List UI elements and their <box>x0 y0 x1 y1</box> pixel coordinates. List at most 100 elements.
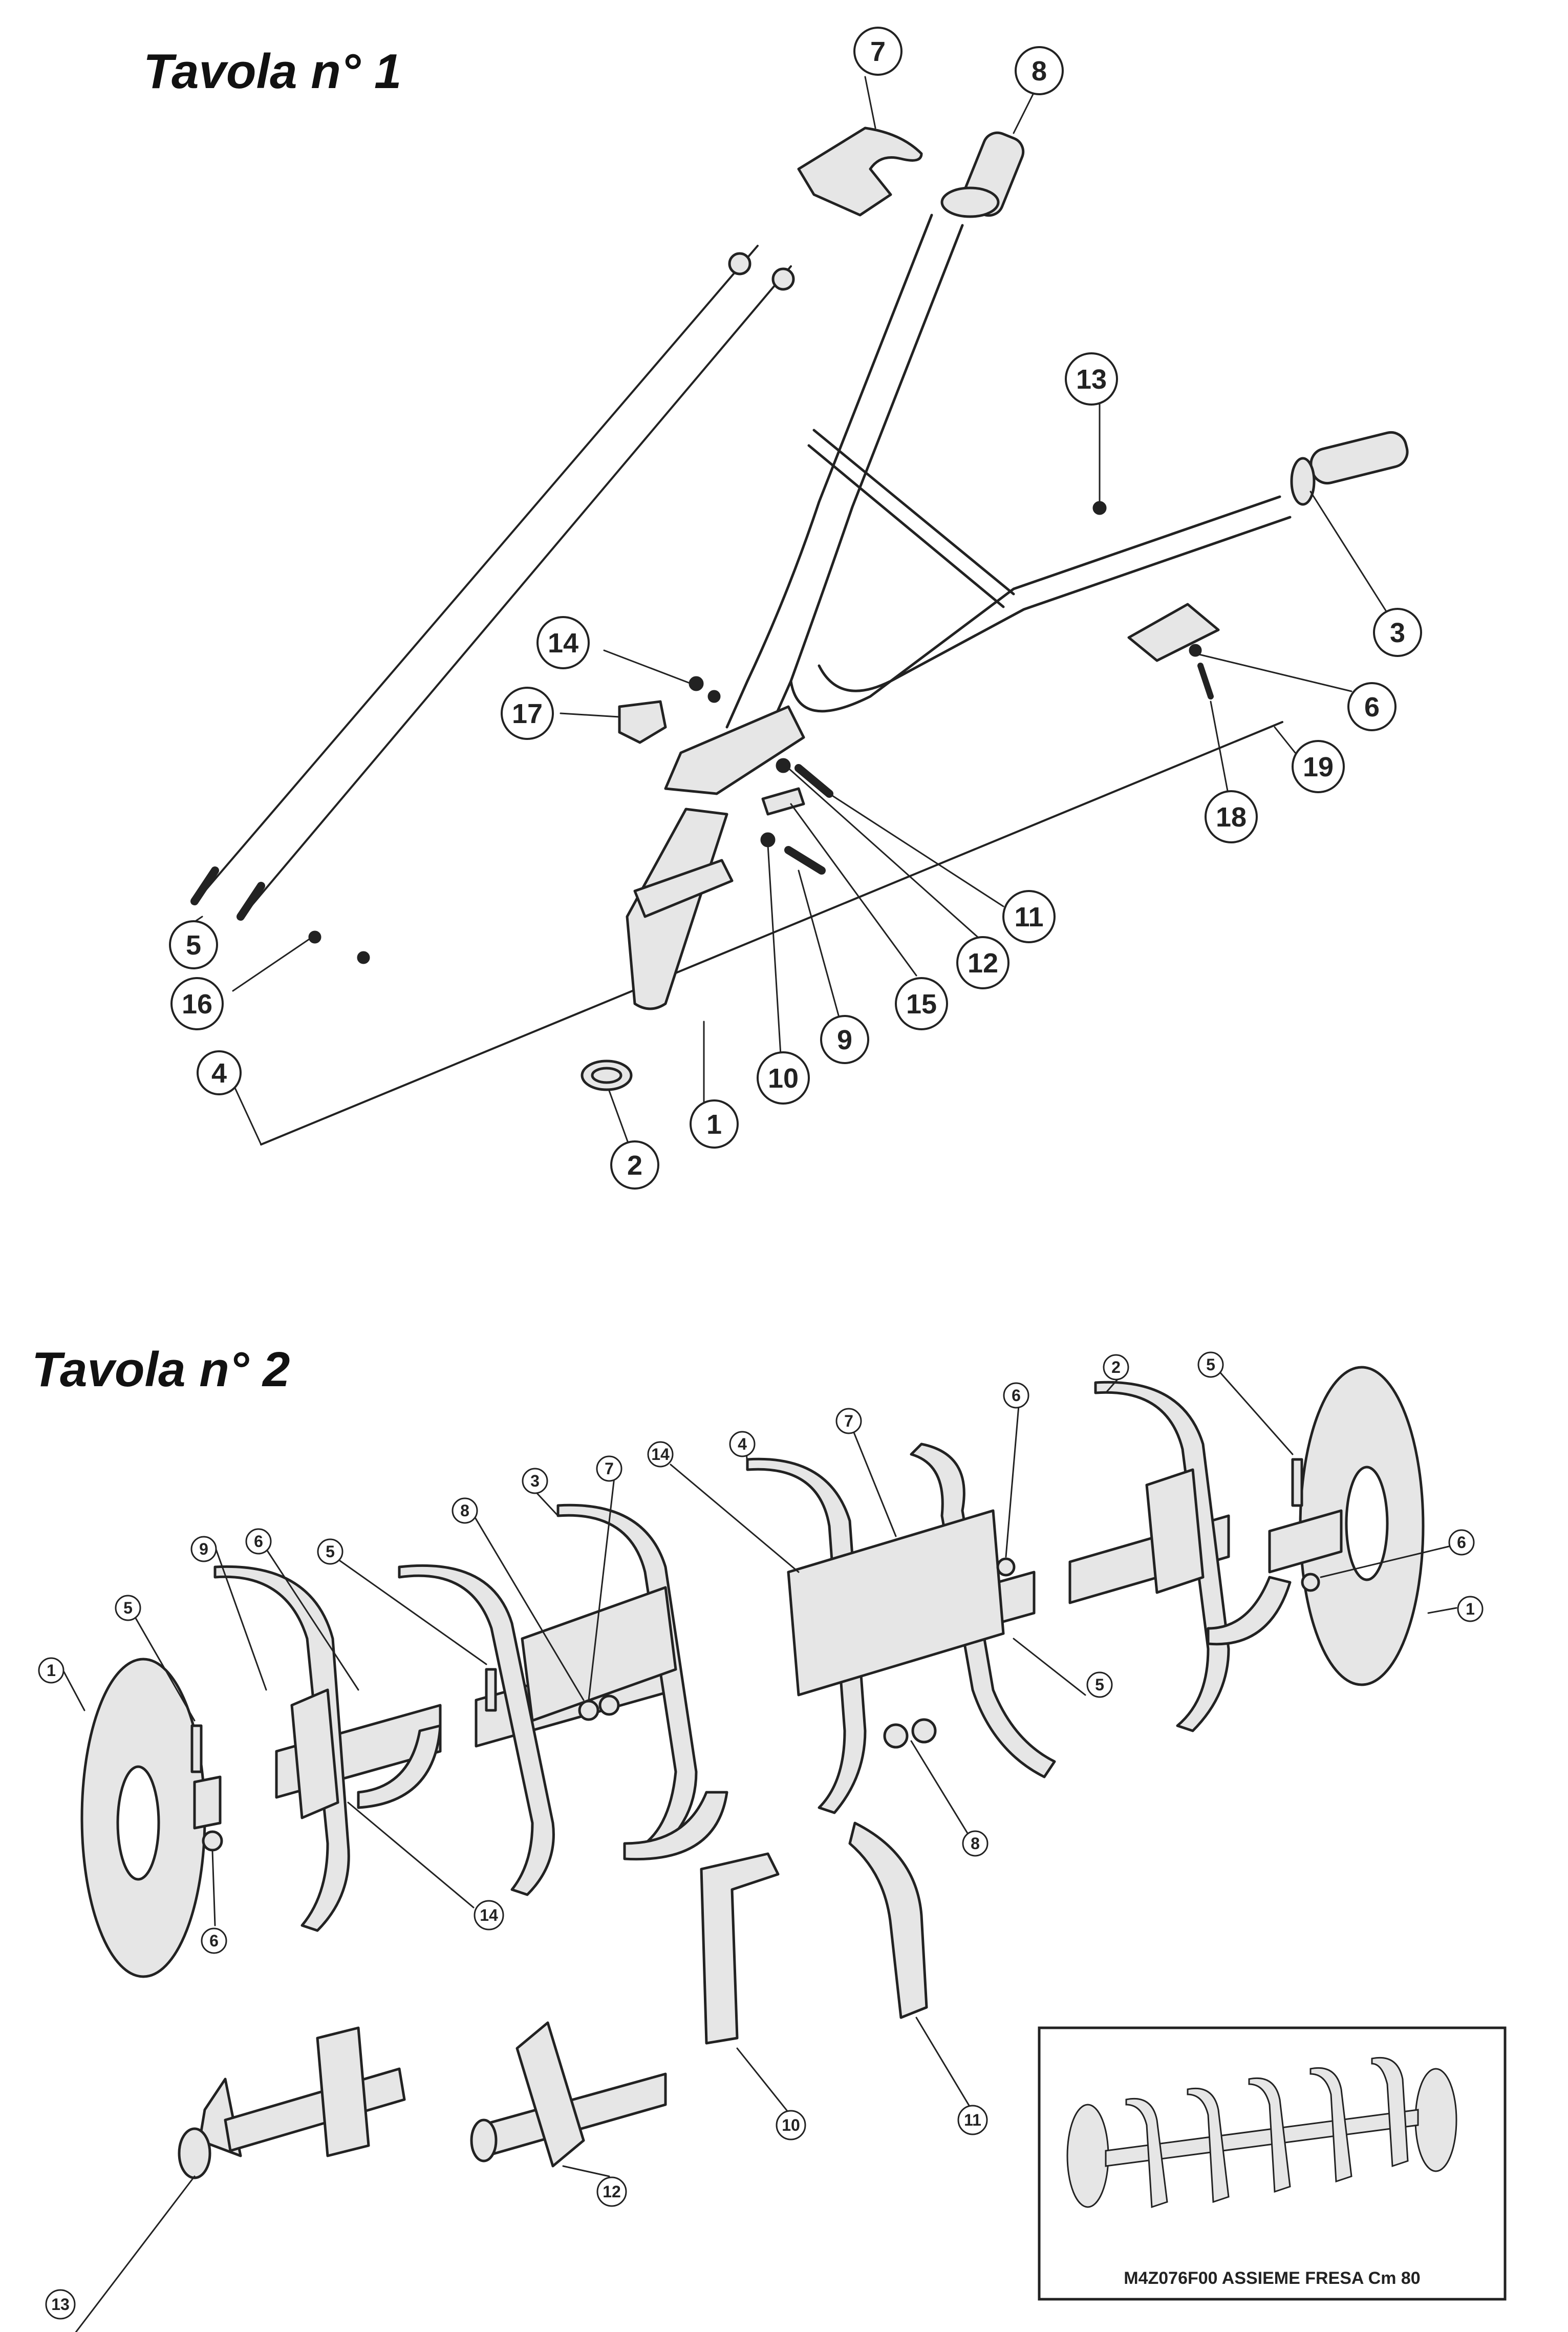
clamp-lower <box>633 859 734 918</box>
svg-text:11: 11 <box>1014 902 1043 932</box>
callout-1-19: 19 <box>1292 740 1345 793</box>
svg-text:7: 7 <box>844 1412 853 1430</box>
nut-12 <box>776 758 791 773</box>
cable-end-lower-b <box>237 882 265 921</box>
callout-2-4: 4 <box>729 1431 756 1457</box>
callout-2-6-b: 6 <box>245 1528 272 1555</box>
nut-8-d <box>598 1694 620 1716</box>
callout-2-7-b: 7 <box>835 1408 862 1434</box>
svg-text:6: 6 <box>209 1932 219 1950</box>
svg-text:4: 4 <box>211 1058 227 1089</box>
nut-6-center <box>996 1557 1016 1577</box>
svg-text:5: 5 <box>123 1599 133 1617</box>
cable-end-upper-a <box>728 252 751 275</box>
svg-text:5: 5 <box>186 930 201 961</box>
callout-1-17: 17 <box>501 687 554 740</box>
svg-text:10: 10 <box>768 1063 799 1094</box>
nut-16b <box>357 951 370 964</box>
callout-1-13: 13 <box>1065 352 1118 406</box>
svg-text:4: 4 <box>738 1435 747 1453</box>
svg-text:17: 17 <box>512 698 543 729</box>
bracket-6 <box>1127 603 1220 662</box>
svg-text:10: 10 <box>782 2116 800 2134</box>
callout-2-2: 2 <box>1103 1354 1129 1381</box>
svg-text:8: 8 <box>1032 56 1047 87</box>
cable-end-lower-a <box>190 866 219 905</box>
callout-1-9: 9 <box>820 1015 869 1064</box>
callout-2-8-b: 8 <box>452 1497 478 1524</box>
callout-2-7-a: 7 <box>596 1455 622 1482</box>
handlebar-cross-brace <box>807 429 1015 608</box>
svg-text:16: 16 <box>182 989 212 1020</box>
callout-2-6-d: 6 <box>1448 1529 1475 1556</box>
svg-text:6: 6 <box>1364 692 1380 723</box>
svg-text:14: 14 <box>548 628 578 659</box>
callout-1-16: 16 <box>170 977 224 1030</box>
nut-16a <box>308 930 321 944</box>
side-disc-right-hub <box>1345 1466 1389 1581</box>
throttle-lever-7 <box>797 126 923 217</box>
callout-2-14-b: 14 <box>647 1441 674 1468</box>
svg-text:1: 1 <box>1466 1600 1475 1618</box>
plate-2-callouts: 1 1 2 3 4 5 5 5 5 6 6 6 6 7 7 8 8 9 10 1… <box>38 1351 1484 2320</box>
nut-8-c <box>578 1700 599 1721</box>
svg-text:18: 18 <box>1216 802 1247 833</box>
callout-2-5-c: 5 <box>1197 1351 1224 1378</box>
tine-bracket-10 <box>700 1852 780 2045</box>
bolt-5-right <box>1291 1458 1303 1507</box>
tine-flange-left <box>290 1688 339 1819</box>
shaft-left <box>193 1775 222 1830</box>
tine-flange-center <box>787 1509 1005 1697</box>
nut-14b <box>707 690 721 703</box>
plate-1-leaders <box>194 76 1391 1148</box>
callout-2-12: 12 <box>596 2176 627 2207</box>
plate-1-title: Tavola n° 1 <box>143 44 402 99</box>
grip-3 <box>1309 431 1409 485</box>
svg-text:1: 1 <box>47 1661 56 1680</box>
svg-text:3: 3 <box>530 1472 540 1490</box>
rod-4 <box>260 721 1283 1146</box>
knob-17 <box>618 700 667 744</box>
callout-2-5-a: 5 <box>115 1595 141 1621</box>
assembly-inset: M4Z076F00 ASSIEME FRESA Cm 80 <box>1038 2026 1507 2301</box>
bolt-18 <box>1197 663 1214 699</box>
cable-end-upper-b <box>771 267 795 291</box>
callout-1-7: 7 <box>853 27 903 76</box>
svg-text:13: 13 <box>1076 364 1107 395</box>
svg-text:19: 19 <box>1303 752 1334 782</box>
nut-14 <box>689 676 704 691</box>
svg-text:1: 1 <box>706 1109 722 1140</box>
svg-text:11: 11 <box>964 2111 981 2129</box>
clamp-plate <box>664 705 805 795</box>
callout-1-18: 18 <box>1205 790 1258 843</box>
grip-3-collar <box>1290 457 1316 506</box>
callout-2-11: 11 <box>957 2105 988 2135</box>
shaft-right <box>1268 1509 1343 1574</box>
callout-1-6: 6 <box>1347 682 1397 731</box>
tine-bracket-11 <box>848 1821 928 2019</box>
hub-shaft-13-end <box>178 2127 211 2179</box>
svg-text:14: 14 <box>480 1906 498 1924</box>
tine-flange-center-left <box>521 1586 677 1722</box>
svg-text:7: 7 <box>605 1459 614 1478</box>
plate-2-leaders <box>63 1364 1457 2332</box>
callout-2-13: 13 <box>45 2289 76 2320</box>
plate-1-callouts: 1 2 3 4 5 6 7 8 9 10 11 12 13 14 15 16 1… <box>169 27 1422 1190</box>
callout-2-10: 10 <box>776 2110 806 2140</box>
hub-shaft-13-flange <box>316 2026 370 2157</box>
svg-text:5: 5 <box>326 1542 335 1561</box>
handlebar-left-arm <box>725 214 964 729</box>
bolt-11 <box>794 764 833 798</box>
svg-text:9: 9 <box>837 1025 852 1055</box>
callout-2-5-d: 5 <box>1086 1671 1113 1698</box>
svg-text:6: 6 <box>1012 1386 1021 1405</box>
handlebar-right-arm <box>789 495 1292 713</box>
callout-2-1-left: 1 <box>38 1657 65 1684</box>
svg-text:13: 13 <box>51 2295 70 2314</box>
callout-2-5-b: 5 <box>317 1538 343 1565</box>
svg-text:7: 7 <box>870 36 886 67</box>
nut-8-a <box>883 1723 909 1749</box>
callout-1-2: 2 <box>610 1140 659 1190</box>
side-disc-left-hub <box>116 1765 160 1881</box>
